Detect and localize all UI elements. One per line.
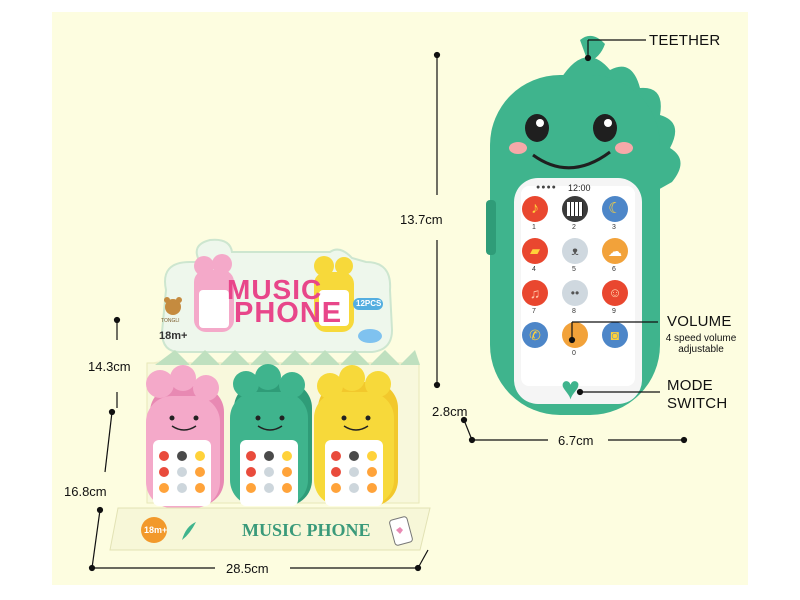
box-width-dimension: 28.5cm xyxy=(226,561,269,576)
box-title-music: MUSIC xyxy=(227,274,323,305)
display-box xyxy=(109,350,431,551)
teether-label: TEETHER xyxy=(649,32,721,49)
phone-height-dimension: 13.7cm xyxy=(400,212,443,227)
signal-dots: ●●●● xyxy=(536,184,557,191)
car-icon: ▰ xyxy=(522,238,548,264)
phone-width-dimension: 6.7cm xyxy=(558,433,594,448)
cat-icon: ᴥ xyxy=(562,238,588,264)
phone-icon: ✆ xyxy=(522,322,548,348)
phone-depth-dimension: 2.8cm xyxy=(432,404,468,419)
camera-icon: ◙ xyxy=(602,322,628,348)
volume-note: 4 speed volume adjustable xyxy=(665,333,737,355)
box-title-phone: PHONE xyxy=(234,297,343,329)
moon-icon: ☾ xyxy=(602,196,628,222)
status-time: 12:00 xyxy=(568,183,591,193)
volume-label: VOLUME xyxy=(667,313,732,330)
box-front-height-dimension: 14.3cm xyxy=(88,359,131,374)
box-back-height-dimension: 16.8cm xyxy=(64,484,107,499)
mode-switch-label: MODE SWITCH xyxy=(667,377,728,412)
cloud-icon: ☁ xyxy=(602,238,628,264)
brand-label: TONGLI xyxy=(161,318,180,324)
pcs-tag: 12PCS xyxy=(356,299,382,308)
box-header-card xyxy=(160,238,394,353)
ghost-icon: •• xyxy=(562,280,588,306)
front-panel-title: MUSIC PHONE xyxy=(242,520,371,540)
box-age-label: 18m+ xyxy=(159,330,188,342)
mode-switch-heart-icon[interactable]: ♥ xyxy=(561,370,580,406)
music-note-icon: ♪ xyxy=(522,196,548,222)
front-age-badge: 18m+ xyxy=(144,525,168,535)
piano-icon xyxy=(562,196,588,222)
monkey-icon: ☺ xyxy=(602,280,628,306)
sun-icon xyxy=(562,322,588,348)
bell-icon: ♫ xyxy=(522,280,548,306)
